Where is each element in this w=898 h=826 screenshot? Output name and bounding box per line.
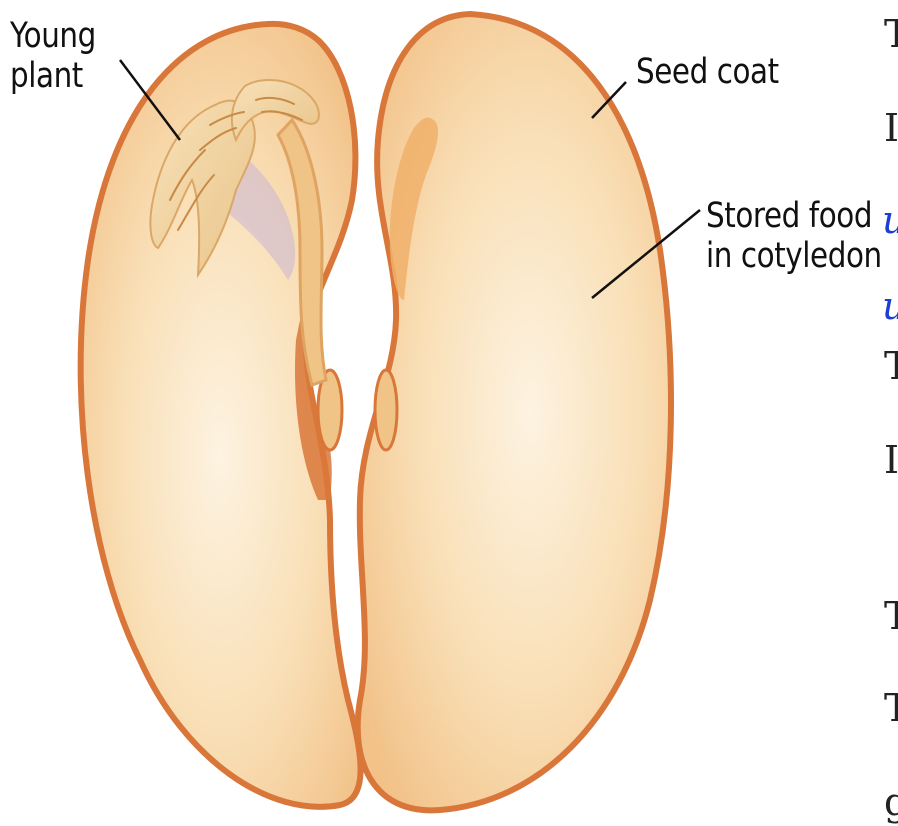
label-stored-food: Stored food in cotyledon <box>706 196 882 276</box>
edge-fragment: I <box>884 108 898 148</box>
edge-fragment: T <box>884 14 898 54</box>
edge-fragment-link[interactable]: u <box>882 200 898 240</box>
right-cotyledon <box>358 14 671 810</box>
edge-fragment: T <box>884 688 898 728</box>
edge-fragment: T <box>884 346 898 386</box>
edge-fragment: I <box>884 440 898 480</box>
radicle-right <box>375 370 397 450</box>
edge-fragment: T <box>884 596 898 636</box>
edge-fragment-link[interactable]: u <box>882 286 898 326</box>
edge-fragment: g <box>884 782 898 822</box>
label-seed-coat: Seed coat <box>636 52 779 92</box>
label-young-plant: Young plant <box>10 16 96 96</box>
